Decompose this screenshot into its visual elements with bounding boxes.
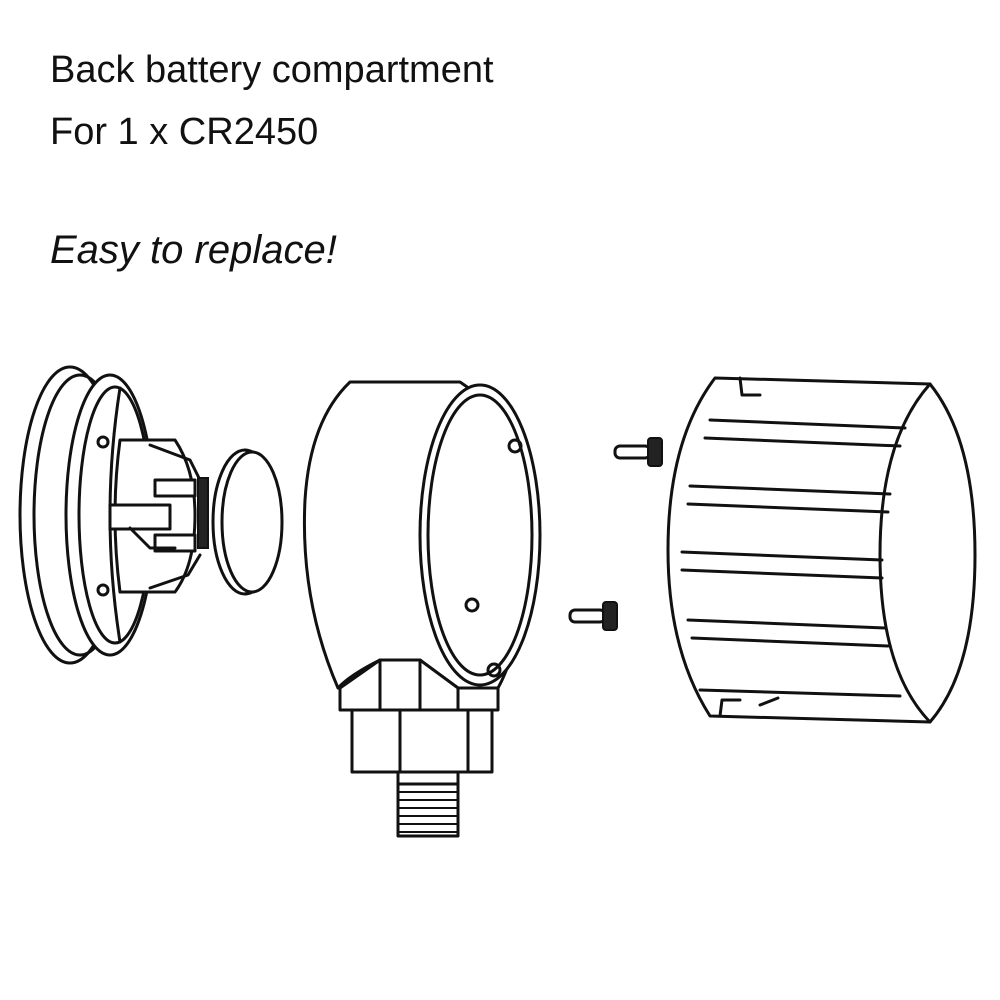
ribbed-housing-icon xyxy=(666,376,977,724)
caption-tagline: Easy to replace! xyxy=(50,228,337,272)
caption-battery-spec: For 1 x CR2450 xyxy=(50,111,319,153)
back-cover-icon xyxy=(18,365,209,665)
gauge-body-icon xyxy=(302,380,542,838)
caption-title: Back battery compartment xyxy=(50,49,494,91)
coin-battery-icon xyxy=(211,448,284,596)
screw-icon xyxy=(568,437,663,631)
